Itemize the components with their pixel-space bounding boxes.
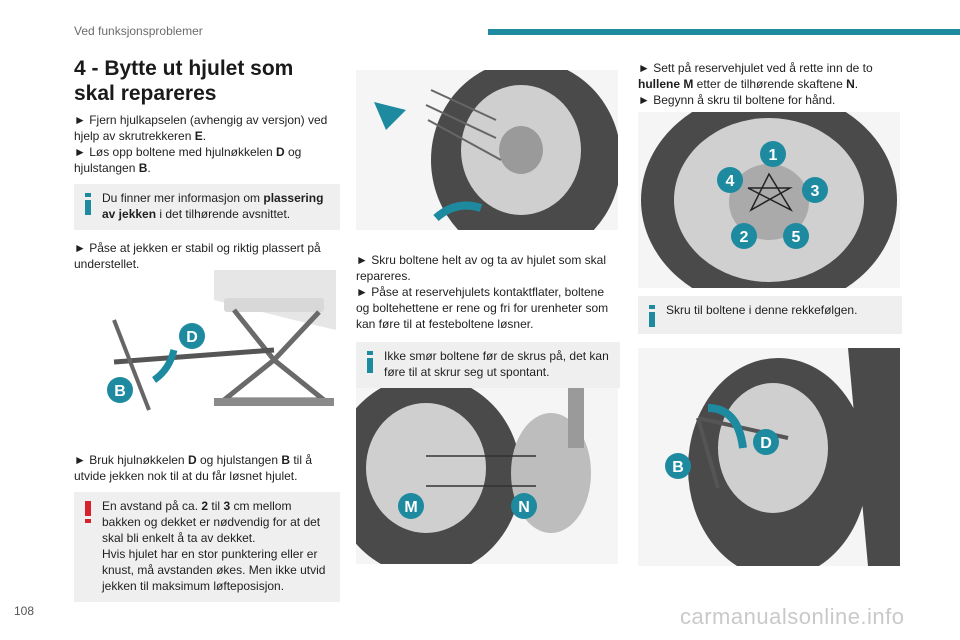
figure-tighten-bolts: D B [638, 348, 900, 566]
step-mount-spare: ► Sett på reservehjulet ved å rette inn … [638, 61, 873, 91]
label-d: D [186, 329, 198, 346]
step-remove-hubcap: ► Fjern hjulkapselen (avhengig av versjo… [74, 113, 328, 143]
info-note-lubricate: Ikke smør boltene før de skrus på, det k… [356, 342, 620, 388]
label-badge-b [107, 377, 133, 403]
step-unscrew-bolts: ► Skru boltene helt av og ta av hjulet s… [356, 253, 607, 283]
figure-remove-wheel [356, 70, 618, 230]
info-icon [85, 193, 91, 215]
jack-illustration: D B [107, 270, 336, 411]
label-badge-1 [760, 141, 786, 167]
column-1-lower: ► Bruk hjulnøkkelen D og hjulstangen B t… [74, 452, 340, 602]
step-loosen-bolts: ► Løs opp boltene med hjulnøkkelen D og … [74, 145, 302, 175]
label-b2: B [672, 459, 684, 476]
label-badge-4 [717, 167, 743, 193]
label-3: 3 [811, 183, 820, 200]
label-1: 1 [769, 147, 778, 164]
warning-note-clearance: En avstand på ca. 2 til 3 cm mellom bakk… [74, 492, 340, 602]
label-5: 5 [792, 229, 801, 246]
warning-icon [85, 501, 91, 523]
tighten-bolts-illustration: D B [638, 348, 900, 566]
label-b: B [114, 383, 126, 400]
label-badge-2 [731, 223, 757, 249]
label-badge-m [398, 493, 424, 519]
label-badge-3 [802, 177, 828, 203]
label-4: 4 [726, 173, 735, 190]
watermark: carmanualsonline.info [680, 604, 905, 629]
label-2: 2 [740, 229, 749, 246]
bolt-order-illustration: 1 2 3 4 5 [638, 112, 900, 288]
section-header: Ved funksjonsproblemer [74, 24, 203, 38]
info-icon [367, 351, 373, 373]
label-badge-d [179, 323, 205, 349]
label-n: N [518, 499, 530, 516]
step-clean-surfaces: ► Påse at reservehjulets kontaktflater, … [356, 285, 609, 331]
wheel-removal-illustration [356, 70, 618, 230]
step-hand-tighten: ► Begynn å skru til boltene for hånd. [638, 93, 836, 107]
label-badge-5 [783, 223, 809, 249]
info-note-tighten-order: Skru til boltene i denne rekkefølgen. [638, 296, 902, 334]
info-note-jack: Du finner mer informasjon om plassering … [74, 184, 340, 230]
figure-hub-alignment: M N [356, 388, 618, 564]
page-number: 108 [14, 604, 35, 618]
figure-bolt-order: 1 2 3 4 5 [638, 112, 900, 288]
figure-jack: D B [74, 270, 336, 428]
label-badge-n [511, 493, 537, 519]
label-badge-d2 [753, 429, 779, 455]
label-d2: D [760, 435, 772, 452]
header-accent-bar [488, 29, 960, 35]
column-3: ► Sett på reservehjulet ved å rette inn … [638, 60, 902, 108]
label-badge-b2 [665, 453, 691, 479]
column-1: 4 - Bytte ut hjulet som skal repareres ►… [74, 56, 340, 272]
step-check-jack: ► Påse at jekken er stabil og riktig pla… [74, 241, 321, 271]
column-3-note: Skru til boltene i denne rekkefølgen. [638, 296, 902, 334]
info-icon [649, 305, 655, 327]
step-extend-jack: ► Bruk hjulnøkkelen D og hjulstangen B t… [74, 453, 313, 483]
label-m: M [404, 499, 417, 516]
column-2: ► Skru boltene helt av og ta av hjulet s… [356, 252, 620, 388]
section-title: 4 - Bytte ut hjulet som skal repareres [74, 57, 294, 105]
hub-alignment-illustration: M N [356, 388, 618, 564]
